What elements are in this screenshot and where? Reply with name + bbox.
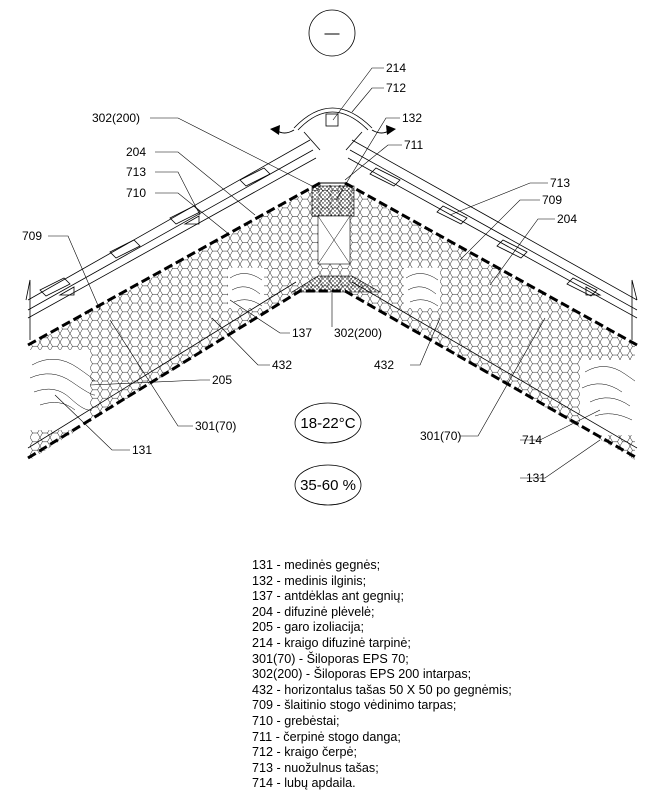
legend-item: 432 - horizontalus tašas 50 X 50 po gegn…: [252, 682, 512, 697]
sign-circle: —: [308, 9, 356, 57]
callout-204-right: 204: [557, 212, 577, 226]
legend-item: 714 - lubų apdaila.: [252, 776, 356, 791]
ridge-batten: [311, 185, 355, 265]
legend-item: 301(70) - Šiloporas EPS 70;: [252, 651, 409, 666]
temperature-value: 18-22°C: [300, 415, 355, 432]
roof-covering-left: [25, 139, 317, 340]
legend-item: 713 - nuožulnus tašas;: [252, 760, 379, 775]
callout-711: 711: [404, 138, 423, 152]
callout-713-right: 713: [550, 176, 570, 190]
callout-132: 132: [402, 111, 422, 125]
callout-131-left: 131: [132, 443, 152, 457]
temperature-badge: 18-22°C: [294, 402, 362, 444]
eps200-insert-lower: [290, 275, 382, 293]
callout-302-200-bottom: 302(200): [334, 326, 382, 340]
roof-covering-right: [347, 139, 638, 340]
callout-713-left: 713: [126, 165, 146, 179]
callout-712: 712: [386, 81, 406, 95]
legend-item: 709 - šlaitinio stogo vėdinimo tarpas;: [252, 698, 457, 713]
callout-301-70-left: 301(70): [195, 419, 236, 433]
legend-item: 205 - garo izoliacija;: [252, 620, 365, 635]
legend-item: 302(200) - Šiloporas EPS 200 intarpas;: [252, 667, 472, 682]
legend-item: 137 - antdėklas ant gegnių;: [252, 589, 404, 604]
callout-205: 205: [212, 373, 232, 387]
legend-item: 204 - difuzinė plėvelė;: [252, 604, 375, 619]
leader-lines: [48, 67, 601, 479]
humidity-badge: 35-60 %: [294, 464, 362, 506]
sign-symbol: —: [325, 25, 340, 42]
diffusion-membrane: [27, 181, 638, 347]
callout-137: 137: [292, 326, 312, 340]
timber-rafters: [30, 268, 635, 435]
callout-214: 214: [386, 61, 406, 75]
material-legend: 131 - medinės gegnės; 132 - medinis ilgi…: [252, 558, 512, 792]
callout-204-left: 204: [126, 145, 146, 159]
legend-item: 711 - čerpinė stogo danga;: [252, 729, 401, 744]
callout-131-right: 131: [526, 471, 546, 485]
callout-432-right: 432: [374, 358, 394, 372]
legend-item: 710 - grebėstai;: [252, 713, 340, 728]
callout-709-left: 709: [22, 229, 42, 243]
ventilation-arrow-left-icon: [270, 125, 295, 135]
callout-301-70-right: 301(70): [420, 429, 461, 443]
callout-710: 710: [126, 186, 146, 200]
legend-item: 712 - kraigo čerpė;: [252, 745, 358, 760]
ventilation-arrow-right-icon: [371, 125, 396, 135]
legend-item: 131 - medinės gegnės;: [252, 558, 381, 572]
legend-item: 214 - kraigo difuzinė tarpinė;: [252, 635, 411, 650]
callout-714: 714: [522, 433, 542, 447]
callout-432-left: 432: [272, 358, 292, 372]
callout-709-right: 709: [542, 193, 562, 207]
vapour-barrier: [27, 281, 638, 460]
callout-302-200-top: 302(200): [92, 111, 140, 125]
humidity-value: 35-60 %: [300, 477, 356, 494]
legend-item: 132 - medinis ilginis;: [252, 573, 367, 588]
ridge-tile: [293, 107, 373, 151]
